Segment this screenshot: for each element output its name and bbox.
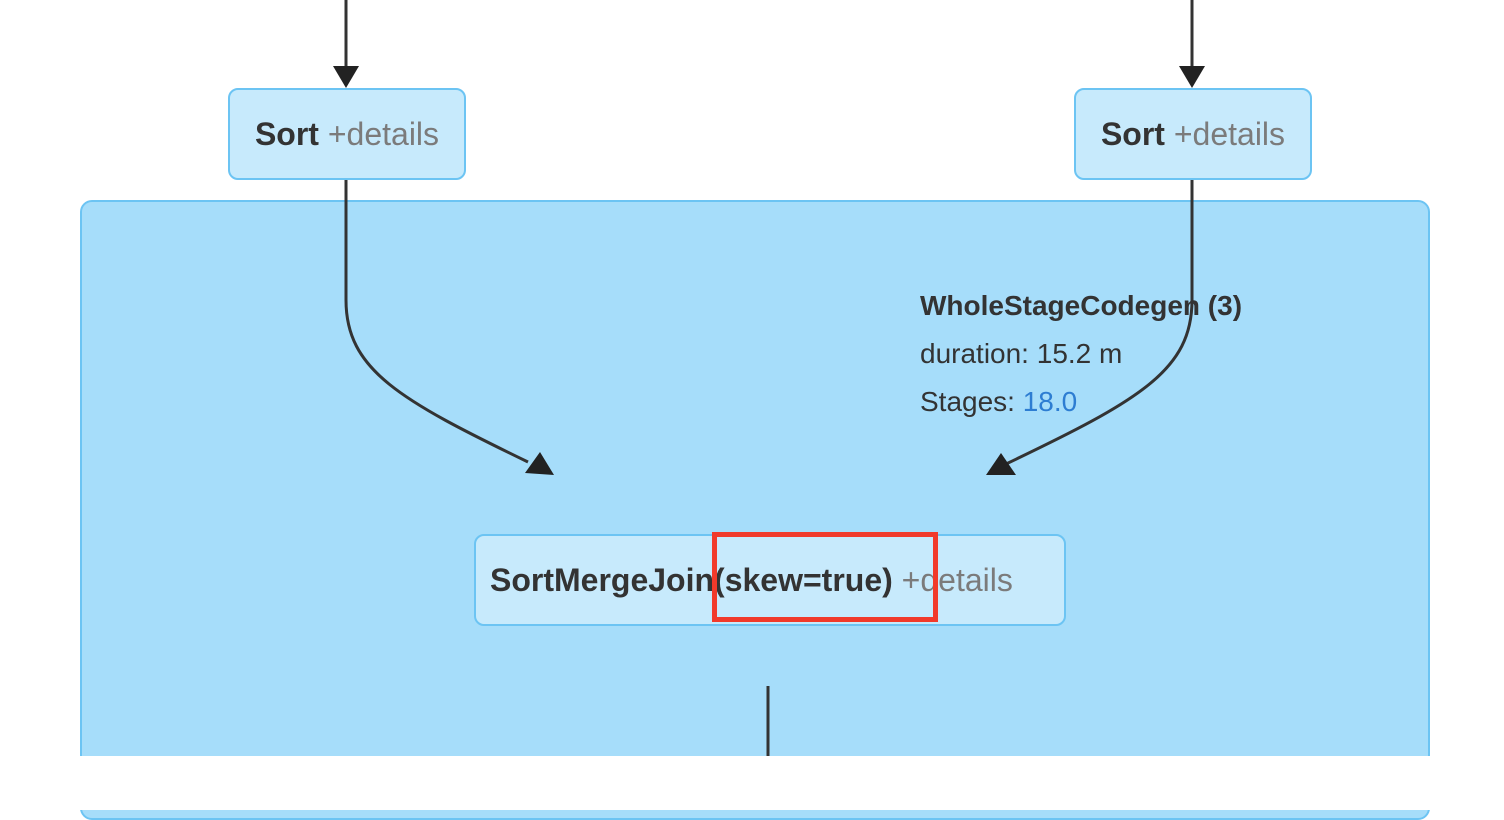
node-op-label: Sort xyxy=(1100,115,1165,152)
cluster-stages: Stages: 18.0 xyxy=(920,378,1242,426)
sort-node-left[interactable]: Sort +details xyxy=(228,88,466,180)
details-toggle[interactable]: +details xyxy=(327,115,440,152)
cluster-title: WholeStageCodegen (3) xyxy=(920,290,1243,321)
details-toggle[interactable]: +details xyxy=(901,561,1013,598)
wholestagecodegen-cluster[interactable] xyxy=(80,200,1430,820)
arrowhead-icon xyxy=(1179,66,1205,88)
arrowhead-icon xyxy=(333,66,359,88)
cluster-duration: duration: 15.2 m xyxy=(920,338,1123,369)
sortmergejoin-node[interactable]: SortMergeJoin(skew=true) +details xyxy=(474,534,1066,626)
stages-label: Stages: xyxy=(920,386,1015,417)
node-op-label: SortMergeJoin(skew=true) xyxy=(490,561,893,598)
cluster-label: WholeStageCodegen (3) duration: 15.2 m S… xyxy=(920,282,1242,426)
skew-highlight-box xyxy=(712,532,938,622)
page-bottom-area xyxy=(0,756,1504,810)
details-toggle[interactable]: +details xyxy=(1173,115,1286,152)
stage-link[interactable]: 18.0 xyxy=(1022,386,1078,417)
node-op-label: Sort xyxy=(254,115,319,152)
sort-node-right[interactable]: Sort +details xyxy=(1074,88,1312,180)
